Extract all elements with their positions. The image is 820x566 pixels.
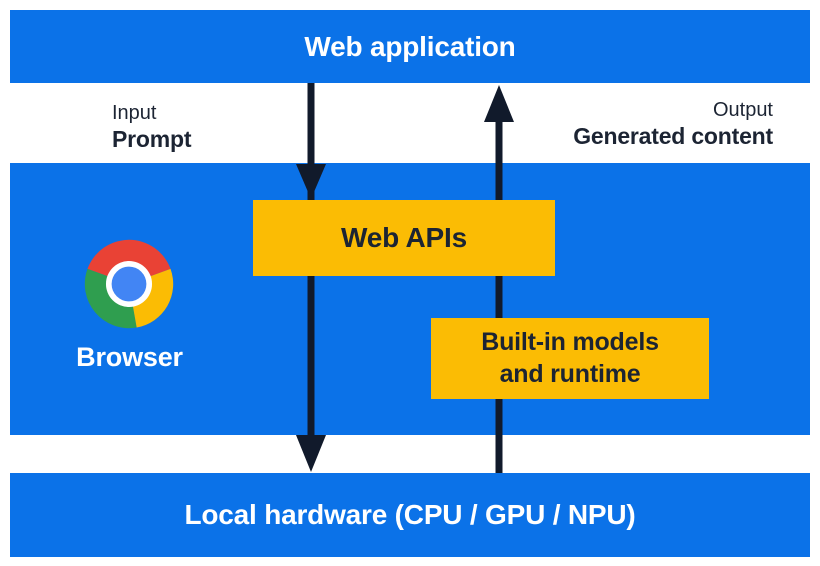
web-apis-box: Web APIs xyxy=(253,200,555,276)
down-arrow-bottom-head xyxy=(296,435,326,472)
web-apis-label: Web APIs xyxy=(341,222,467,253)
output-caption: Output xyxy=(712,99,773,121)
local-hardware-layer-bar: Local hardware (CPU / GPU / NPU) xyxy=(10,473,810,557)
input-caption: Input xyxy=(112,102,157,124)
builtin-models-box: Built-in models and runtime xyxy=(431,318,709,399)
output-value: Generated content xyxy=(573,122,773,149)
web-application-layer-bar: Web application xyxy=(10,10,810,83)
web-application-label: Web application xyxy=(304,30,516,62)
up-arrow-icon xyxy=(484,85,514,122)
input-value: Prompt xyxy=(112,125,192,152)
output-label-group: Output Generated content xyxy=(573,99,773,150)
browser-label: Browser xyxy=(76,342,183,372)
local-hardware-label: Local hardware (CPU / GPU / NPU) xyxy=(184,499,636,530)
chrome-browser-icon xyxy=(84,239,174,329)
builtin-models-label-line2: and runtime xyxy=(499,359,641,388)
input-label-group: Input Prompt xyxy=(112,102,192,153)
builtin-models-label-line1: Built-in models xyxy=(481,328,659,356)
chrome-blue-center xyxy=(111,266,147,302)
